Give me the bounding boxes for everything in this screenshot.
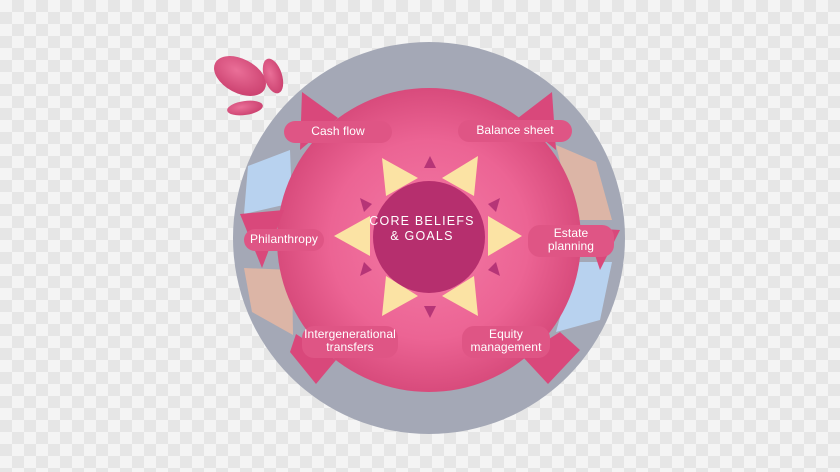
node-intergenerational-line2: transfers: [326, 340, 374, 354]
pill-estate-planning: [528, 225, 614, 257]
pill-intergenerational: [302, 326, 398, 358]
arrow-bottom-right: [522, 332, 580, 384]
center-circle: [373, 181, 485, 293]
tri-top: [424, 156, 436, 168]
node-equity-management-line2: management: [470, 340, 542, 354]
node-equity-management: Equity management: [462, 328, 550, 354]
ring-segments: [244, 145, 612, 335]
splash-drops: [214, 56, 284, 116]
center-label-line1: CORE BELIEFS: [369, 214, 475, 228]
node-equity-management-line1: Equity: [489, 327, 523, 341]
ray-top-left: [382, 158, 418, 196]
segment-tan-left: [244, 268, 293, 335]
pill-cash-flow: [284, 121, 392, 143]
ray-top-right: [442, 156, 478, 196]
tri-lower-right: [488, 262, 500, 276]
tri-upper-left: [360, 198, 372, 212]
sun-rays: [334, 156, 522, 316]
segment-blue-right: [556, 262, 612, 332]
node-philanthropy-label: Philanthropy: [250, 232, 318, 246]
ray-bottom-right: [442, 276, 478, 316]
center-label-line2: & GOALS: [390, 229, 454, 243]
arrow-bottom-left: [290, 334, 336, 384]
node-cash-flow: Cash flow: [284, 125, 392, 138]
tri-upper-right: [488, 198, 500, 212]
small-triangles: [360, 156, 500, 318]
node-balance-sheet: Balance sheet: [458, 124, 572, 137]
node-estate-planning: Estate planning: [528, 227, 614, 253]
ray-left: [334, 216, 370, 256]
node-balance-sheet-label: Balance sheet: [476, 123, 554, 137]
pill-philanthropy: [244, 229, 324, 251]
ray-right: [488, 216, 522, 256]
tri-bottom: [424, 306, 436, 318]
pill-balance-sheet: [458, 120, 572, 142]
pill-equity-management: [462, 326, 550, 358]
node-estate-planning-line2: planning: [547, 239, 595, 253]
splash-drop-bottom: [227, 100, 263, 116]
ray-bottom-left: [382, 276, 418, 316]
label-pills: [244, 120, 614, 358]
node-intergenerational-transfers: Intergenerational transfers: [302, 328, 398, 354]
segment-blue-left: [244, 150, 292, 214]
tri-lower-left: [360, 262, 372, 276]
node-philanthropy: Philanthropy: [244, 233, 324, 246]
center-label: CORE BELIEFS & GOALS: [362, 214, 482, 244]
node-estate-planning-line1: Estate: [553, 226, 589, 240]
splash-drop-top: [262, 58, 284, 94]
splash-drop-large: [214, 56, 266, 96]
node-cash-flow-label: Cash flow: [311, 124, 365, 138]
node-intergenerational-line1: Intergenerational: [304, 327, 396, 341]
